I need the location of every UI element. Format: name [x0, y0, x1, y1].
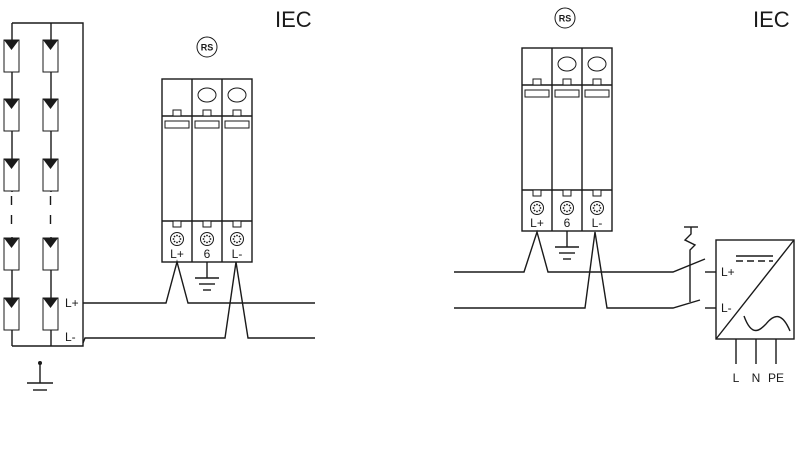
wire-minus-left [82, 261, 315, 344]
rs-badge-right: RS [554, 7, 576, 29]
pv-module-icon [3, 237, 20, 271]
wire-plus-right [454, 229, 706, 273]
terminal-screw-icon [200, 232, 214, 246]
label-bar [524, 89, 550, 98]
terminal-screw-icon [590, 201, 604, 215]
terminal-label: 6 [204, 247, 211, 261]
output-pe: PE [768, 371, 784, 385]
wire-plus-left [83, 259, 315, 304]
protection-module: L- [581, 48, 610, 231]
ac-sine-icon [743, 315, 791, 332]
terminal-screw-icon [530, 201, 544, 215]
protection-module: L+ [524, 78, 550, 230]
pv-module-icon [42, 297, 59, 331]
label-bar [164, 120, 190, 129]
terminal-label: 6 [564, 216, 571, 230]
label-bar [554, 89, 580, 98]
terminal-screw-icon [230, 232, 244, 246]
inverter-input-plus: L+ [721, 265, 735, 279]
label-bar [584, 89, 610, 98]
pv-module-icon [3, 158, 20, 192]
standard-label-right: IEC [753, 7, 790, 32]
inverter-input-minus: L- [721, 301, 732, 315]
terminal-screw-icon [560, 201, 574, 215]
protection-module: L- [221, 79, 250, 262]
dc-symbol-icon [736, 255, 773, 262]
protection-module: 6 [551, 48, 580, 231]
wire-label-minus: L- [65, 330, 76, 344]
pv-module-icon [42, 39, 59, 73]
terminal-screw-icon [170, 232, 184, 246]
status-window-icon [227, 87, 247, 103]
label-bar [224, 120, 250, 129]
terminal-label: L+ [170, 247, 184, 261]
pv-module-icon [3, 39, 20, 73]
array-ground-icon [27, 361, 53, 391]
pv-module-icon [3, 98, 20, 132]
array-frame-wire [12, 22, 84, 347]
ground-icon [555, 231, 579, 260]
output-l: L [733, 371, 740, 385]
surge-protector-left: L+ 6 L- [161, 78, 253, 263]
wire-label-plus: L+ [65, 296, 79, 310]
protection-module: L+ [164, 109, 190, 261]
ground-icon [195, 262, 219, 291]
pv-module-icon [42, 237, 59, 271]
inverter: L+ L- L N PE [715, 239, 795, 385]
dc-disconnect-switch-icon [683, 226, 716, 309]
status-window-icon [587, 56, 607, 72]
terminal-label: L- [232, 247, 243, 261]
pv-module-icon [42, 158, 59, 192]
standard-label-left: IEC [275, 7, 312, 32]
rs-badge-text: RS [201, 43, 214, 53]
terminal-label: L+ [530, 216, 544, 230]
pv-array [3, 22, 84, 347]
rs-badge-left: RS [196, 36, 218, 58]
status-window-icon [557, 56, 577, 72]
wire-minus-right [454, 231, 701, 309]
protection-module: 6 [191, 79, 220, 262]
pv-module-icon [42, 98, 59, 132]
surge-protector-right: L+ 6 L- [521, 47, 613, 232]
terminal-label: L- [592, 216, 603, 230]
pv-module-icon [3, 297, 20, 331]
rs-badge-text: RS [559, 14, 572, 24]
status-window-icon [197, 87, 217, 103]
label-bar [194, 120, 220, 129]
output-n: N [752, 371, 761, 385]
